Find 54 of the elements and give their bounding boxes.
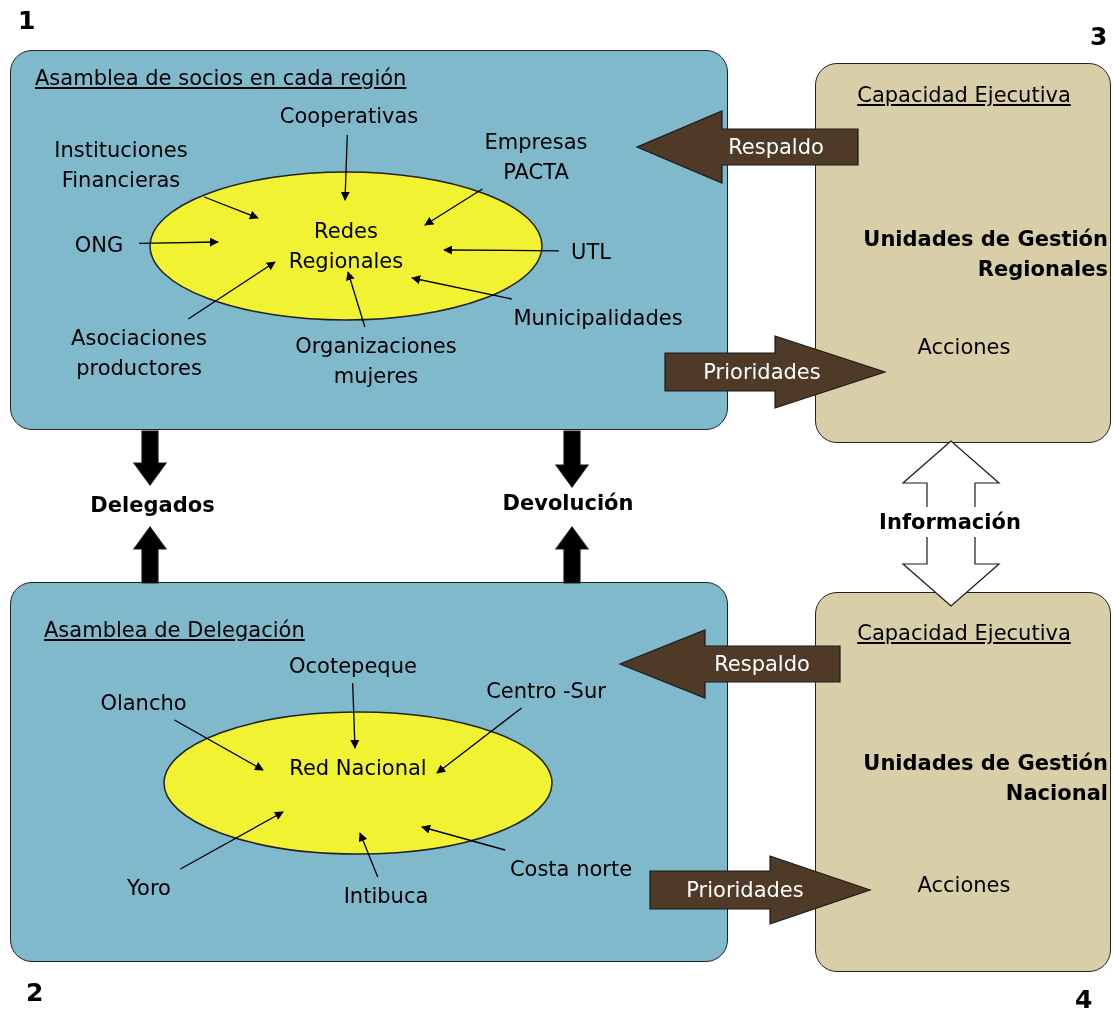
network-label: Redes Regionales xyxy=(287,218,405,275)
management-panel xyxy=(815,592,1111,972)
member-label: Cooperativas xyxy=(278,103,420,130)
leader-arrow xyxy=(179,811,284,870)
block-arrow xyxy=(664,335,887,409)
arrow-label: Prioridades xyxy=(703,359,821,386)
leader-arrow xyxy=(173,719,264,771)
member-label: Instituciones Financieras xyxy=(53,137,189,194)
item-text: Acciones xyxy=(916,872,1012,899)
member-label: ONG xyxy=(73,232,125,259)
member-label: Yoro xyxy=(126,875,172,902)
member-label: Costa norte xyxy=(508,856,634,883)
flow-label: Delegados xyxy=(89,492,216,519)
member-label: Intibuca xyxy=(342,883,430,910)
arrow-label: Prioridades xyxy=(686,877,804,904)
panel-number: 1 xyxy=(18,6,36,35)
member-label: Municipalidades xyxy=(512,305,684,332)
panel-heading: Asamblea de Delegación xyxy=(44,617,306,644)
network-label: Red Nacional xyxy=(288,755,428,782)
member-label: Olancho xyxy=(99,690,188,717)
block-arrow xyxy=(554,430,590,489)
member-label: Centro -Sur xyxy=(485,678,607,705)
member-label: UTL xyxy=(570,239,612,266)
block-arrow xyxy=(618,629,841,699)
panel-number: 4 xyxy=(1075,985,1093,1011)
panel-heading: Capacidad Ejecutiva xyxy=(856,82,1072,109)
leader-arrow xyxy=(358,832,379,878)
leader-arrow xyxy=(187,261,276,320)
member-label: Ocotepeque xyxy=(288,653,418,680)
leader-arrow xyxy=(436,707,523,774)
arrow-label: Respaldo xyxy=(714,651,810,678)
block-arrow xyxy=(554,525,590,584)
leader-arrow xyxy=(411,275,513,300)
block-arrow xyxy=(635,110,859,184)
unit-title: Unidades de Gestión Nacional xyxy=(862,750,1108,807)
leader-arrow xyxy=(421,824,506,851)
arrow-label: Información xyxy=(879,507,1021,537)
item-text: Acciones xyxy=(916,334,1012,361)
panel-number: 3 xyxy=(1090,22,1108,51)
member-label: Empresas PACTA xyxy=(483,129,589,186)
flow-label: Devolución xyxy=(501,490,635,517)
leader-arrow xyxy=(340,134,350,201)
unit-title: Unidades de Gestión Regionales xyxy=(862,226,1108,283)
block-arrow xyxy=(132,525,168,584)
panel-heading: Capacidad Ejecutiva xyxy=(856,620,1072,647)
block-arrow xyxy=(132,430,168,487)
panel-heading: Asamblea de socios en cada región xyxy=(35,65,408,92)
leader-arrow xyxy=(203,196,259,220)
panel-number: 2 xyxy=(26,978,44,1007)
leader-arrow xyxy=(350,682,360,749)
arrow-label: Respaldo xyxy=(728,134,824,161)
member-label: Asociaciones productores xyxy=(70,325,208,382)
block-arrow xyxy=(649,855,872,925)
member-label: Organizaciones mujeres xyxy=(294,333,458,390)
